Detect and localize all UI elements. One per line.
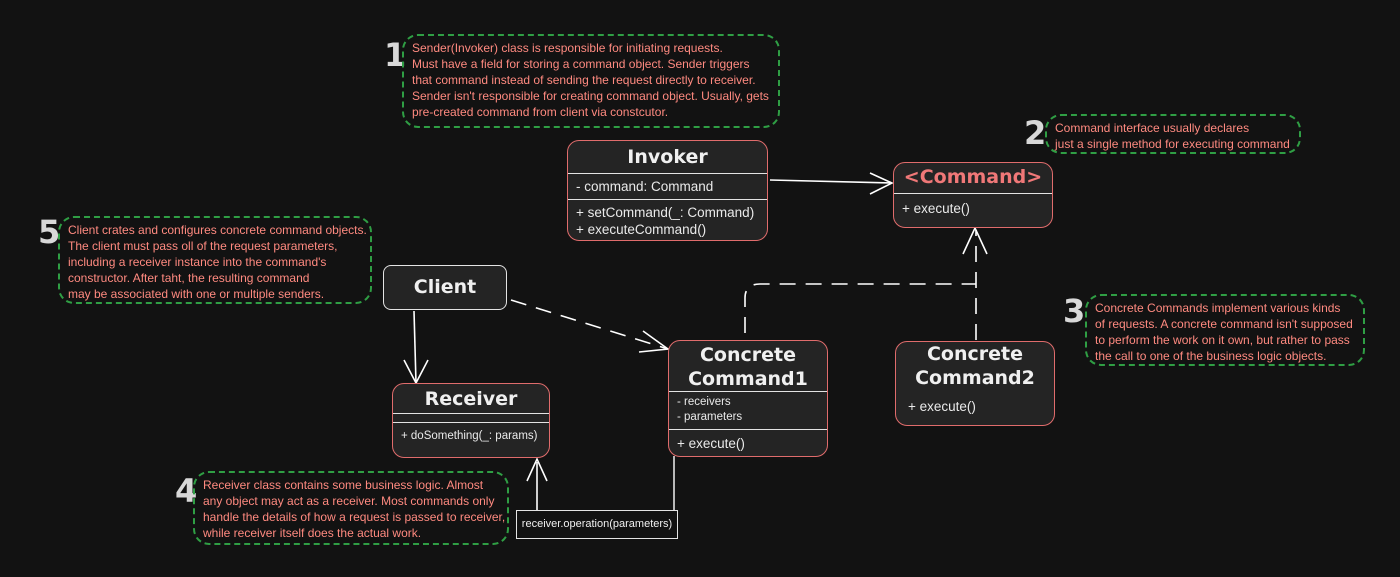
receiver-methods: + doSomething(_: params) [393, 422, 549, 448]
client-to-concrete1-dashed-arrow [510, 299, 669, 350]
note-line: just a single method for executing comma… [1055, 137, 1290, 151]
note-line: Concrete Commands implement various kind… [1095, 301, 1341, 315]
receiver-title: Receiver [424, 388, 518, 410]
note-number-4: 4 [175, 472, 198, 510]
note-number-2: 2 [1024, 114, 1047, 152]
concrete2-title-line: Concrete [926, 343, 1023, 365]
note-line: may be associated with one or multiple s… [68, 287, 325, 301]
note-client: Client crates and configures concrete co… [58, 216, 372, 304]
note-line: Receiver class contains some business lo… [203, 478, 484, 492]
invoker-to-command-arrow [769, 179, 893, 184]
field-row: - command: Command [576, 179, 714, 194]
method-row: + setCommand(_: Command) [576, 205, 755, 220]
note-command-interface: Command interface usually declares just … [1045, 114, 1301, 154]
client-to-receiver-arrow [413, 310, 417, 384]
concrete1-title-line: Command1 [688, 368, 808, 390]
operation-to-receiver-arrowhead [526, 457, 548, 482]
receiver-fields [393, 413, 549, 422]
concrete1-fields: - receivers - parameters [669, 391, 827, 429]
concrete2-title: Concrete Command2 [896, 342, 1054, 392]
note-receiver: Receiver class contains some business lo… [193, 471, 509, 545]
receiver-class: Receiver + doSomething(_: params) [392, 383, 550, 458]
note-line: to perform the work on it own, but rathe… [1095, 333, 1350, 347]
command-interface: <Command> + execute() [893, 162, 1053, 228]
concrete1-methods: + execute() [669, 429, 827, 456]
note-sender-invoker: Sender(Invoker) class is responsible for… [402, 34, 780, 128]
method-row: + executeCommand() [576, 222, 707, 237]
concrete-command2-class: Concrete Command2 + execute() [895, 341, 1055, 426]
note-number-5: 5 [38, 213, 61, 251]
concrete-command1-class: Concrete Command1 - receivers - paramete… [668, 340, 828, 457]
note-number-1: 1 [384, 36, 407, 74]
note-line: Command interface usually declares [1055, 121, 1250, 135]
note-line: constructor. After taht, the resulting c… [68, 271, 310, 285]
note-line: any object may act as a receiver. Most c… [203, 494, 495, 508]
concrete2-title-line: Command2 [915, 367, 1035, 389]
concrete2-methods: + execute() [896, 392, 1054, 419]
invoker-title: Invoker [627, 146, 708, 168]
note-line: Sender isn't responsible for creating co… [412, 89, 769, 103]
method-row: + execute() [908, 399, 976, 414]
note-line: handle the details of how a request is p… [203, 510, 506, 524]
invoker-methods: + setCommand(_: Command) + executeComman… [568, 199, 767, 240]
note-line: pre-created command from client via cons… [412, 105, 669, 119]
concrete2-to-command-arrowhead [962, 226, 988, 255]
concrete1-to-command-dashed-line [744, 283, 976, 333]
client-title: Client [413, 276, 477, 298]
note-number-3: 3 [1063, 292, 1086, 330]
client-class: Client [383, 265, 507, 310]
note-line: that command instead of sending the requ… [412, 73, 756, 87]
command-methods: + execute() [894, 193, 1052, 221]
concrete1-title: Concrete Command1 [669, 341, 827, 391]
method-row: + doSomething(_: params) [401, 430, 538, 442]
method-row: + execute() [902, 201, 970, 216]
method-row: + execute() [677, 436, 745, 451]
concrete1-title-line: Concrete [699, 344, 796, 366]
invoker-class: Invoker - command: Command + setCommand(… [567, 140, 768, 241]
note-line: of requests. A concrete command isn't su… [1095, 317, 1353, 331]
note-concrete-commands: Concrete Commands implement various kind… [1085, 294, 1365, 366]
field-row: - parameters [677, 411, 743, 423]
note-line: The client must pass oll of the request … [68, 239, 338, 253]
invoker-to-command-arrowhead [869, 172, 894, 195]
note-line: Must have a field for storing a command … [412, 57, 750, 71]
command-title: <Command> [903, 166, 1043, 188]
field-row: - receivers [677, 396, 731, 408]
note-line: including a receiver instance into the c… [68, 255, 327, 269]
note-line: the call to one of the business logic ob… [1095, 349, 1327, 363]
note-line: Sender(Invoker) class is responsible for… [412, 41, 723, 55]
note-line: while receiver itself does the actual wo… [203, 526, 422, 540]
invoker-fields: - command: Command [568, 173, 767, 199]
receiver-operation-label: receiver.operation(parameters) [516, 510, 678, 539]
note-line: Client crates and configures concrete co… [68, 223, 367, 237]
